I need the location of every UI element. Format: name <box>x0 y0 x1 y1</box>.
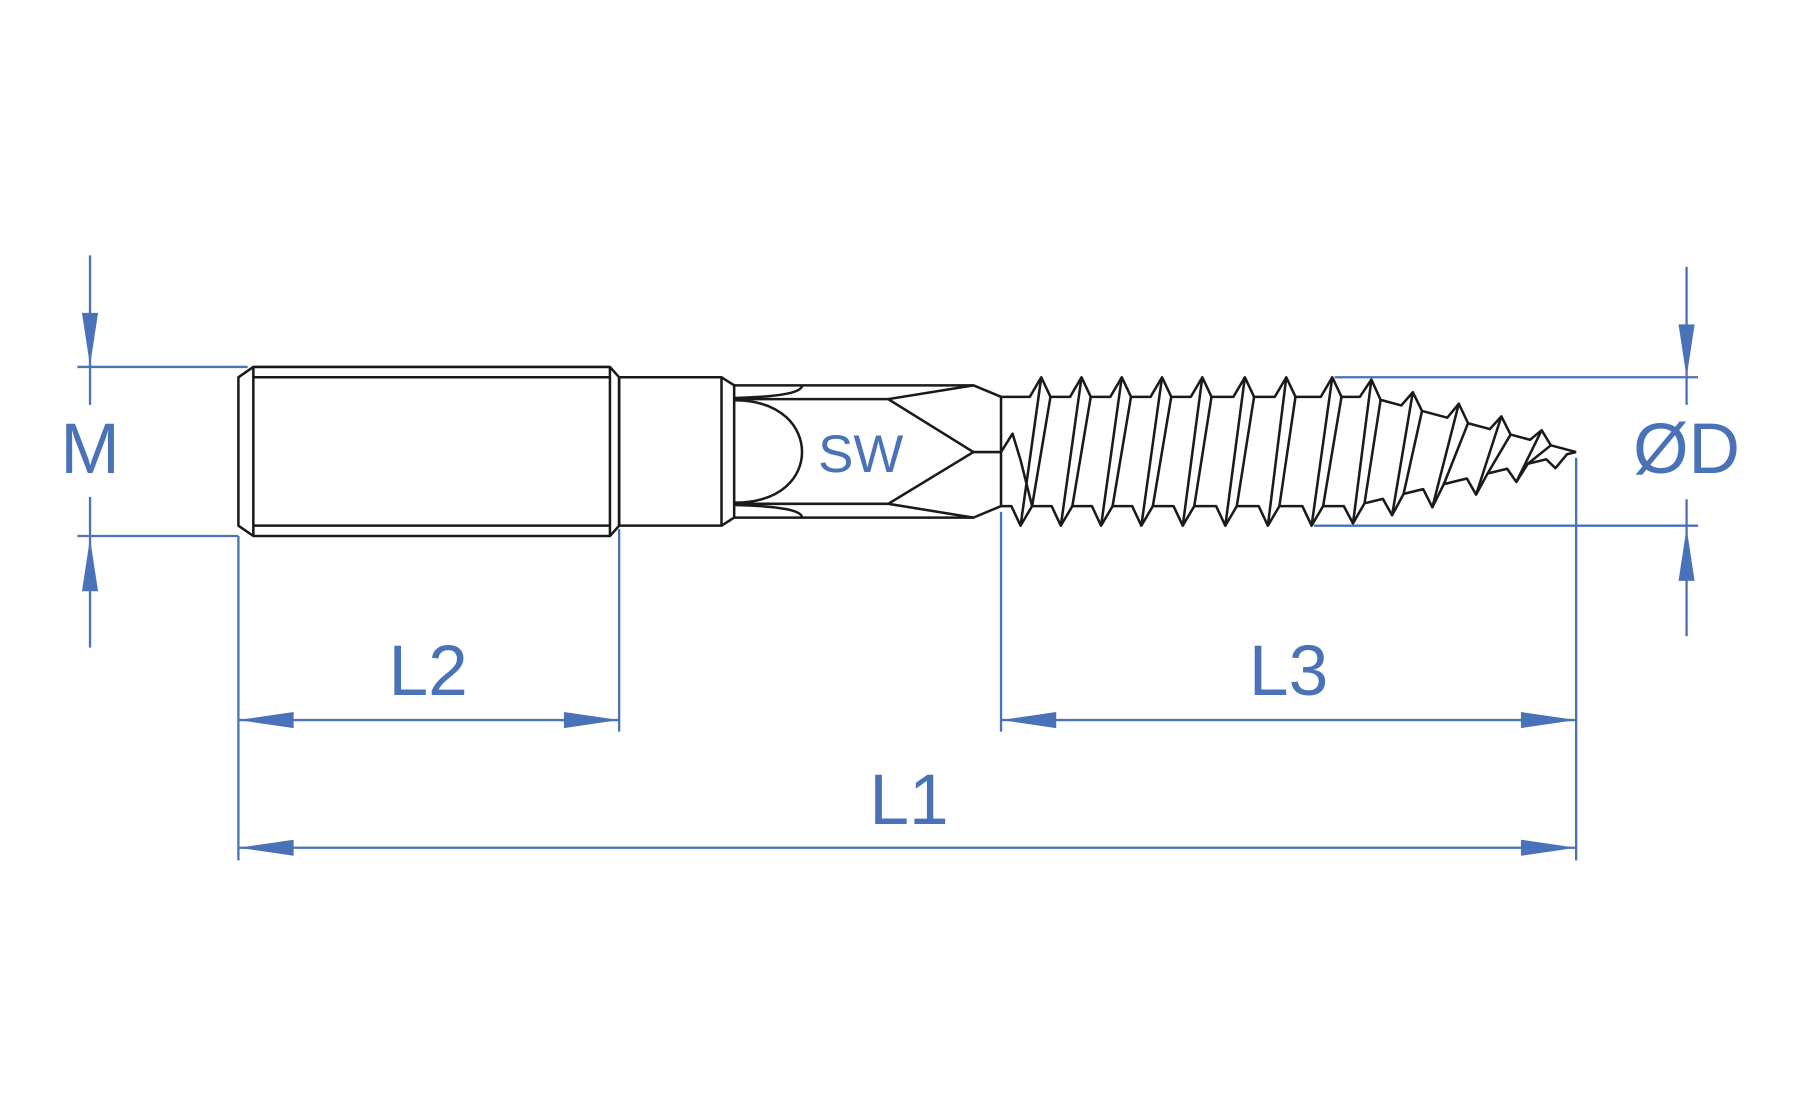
label-l2: L2 <box>389 631 468 711</box>
label-sw: SW <box>818 425 903 484</box>
label-l1: L1 <box>869 760 948 840</box>
arrow-up-icon <box>81 538 99 592</box>
label-od: ØD <box>1633 409 1740 489</box>
hex-drive: SW <box>734 384 1003 519</box>
label-l3: L3 <box>1249 631 1328 711</box>
dimension-m: M <box>60 255 248 648</box>
dimension-l3: L3 <box>1001 631 1577 729</box>
label-m: M <box>60 409 119 489</box>
dimension-l2: L2 <box>238 631 620 729</box>
collar <box>617 376 736 527</box>
arrow-up-icon <box>1678 527 1695 581</box>
arrow-down-icon <box>1678 324 1695 378</box>
dimension-od: ØD <box>1313 266 1740 637</box>
wood-thread <box>999 376 1577 527</box>
machine-thread <box>237 365 621 538</box>
dimension-l1: L1 <box>238 760 1577 856</box>
arrow-down-icon <box>81 312 99 366</box>
